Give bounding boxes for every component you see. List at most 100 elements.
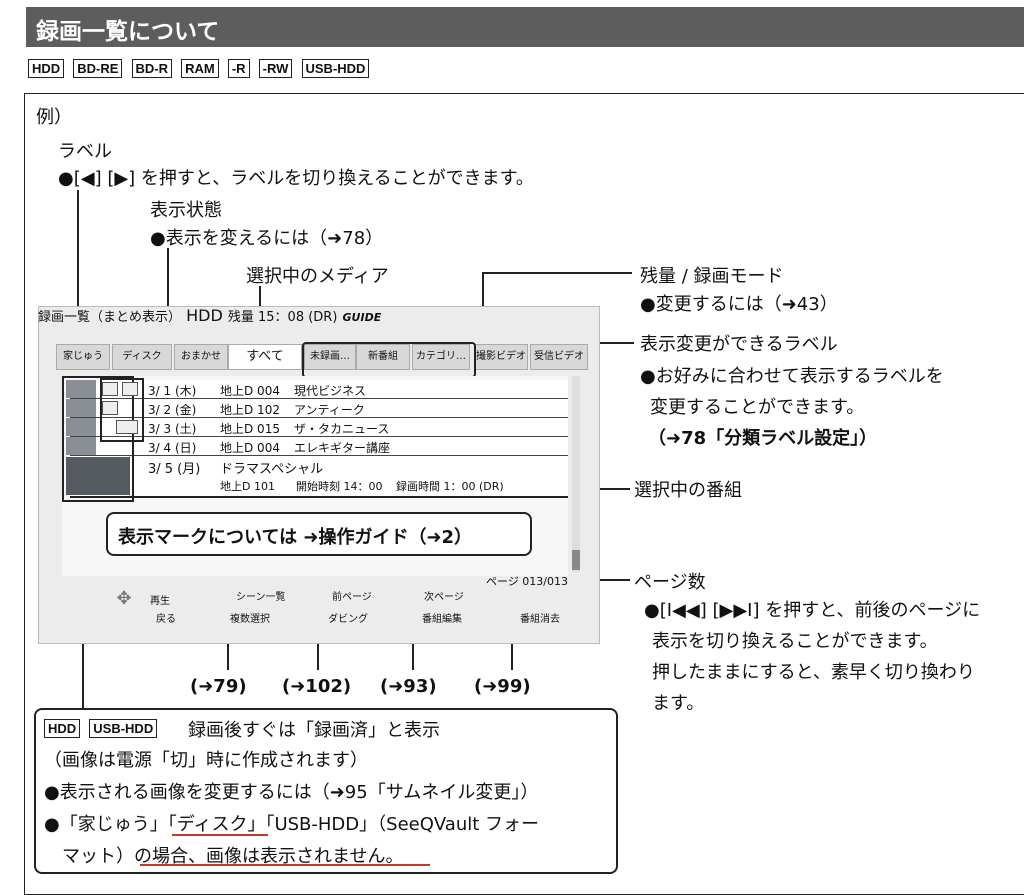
row-title: 現代ビジネス — [294, 384, 367, 398]
page-desc-1: ●[I◀◀] [▶▶I] を押すと、前後のページに — [644, 600, 981, 621]
footer-delete: 番組消去 — [520, 614, 560, 625]
badge-rw: -RW — [258, 59, 293, 78]
footer-edit: 番組編集 — [422, 614, 462, 625]
recording-list-content: 録画一覧（まとめ表示） HDD 残量 15：08 (DR) GUIDE — [38, 306, 598, 642]
note-badge-hdd: HDD — [44, 719, 81, 738]
tab-new-program[interactable]: 新番組 — [356, 344, 410, 370]
tab-disc[interactable]: ディスク — [112, 344, 172, 370]
tab-unwatched[interactable]: 未録画… — [304, 344, 356, 370]
tab-home[interactable]: 家じゅう — [56, 344, 110, 370]
thumbnail-selected — [66, 457, 130, 495]
footer-multi-select: 複数選択 — [230, 614, 270, 625]
note-line-5: マット）の場合、画像は表示されません。 — [62, 846, 404, 867]
badge-ram: RAM — [181, 59, 219, 78]
page-desc-2: 表示を切り換えることができます。 — [652, 631, 938, 652]
page-indicator: ページ 013/013 — [486, 575, 568, 588]
leader-line-ref-102 — [317, 620, 319, 670]
screen-remaining: 残量 15：08 (DR) — [227, 310, 338, 325]
table-row[interactable]: 3/ 2 (金) 地上D 102 アンティーク — [70, 399, 568, 418]
badge-r: -R — [227, 59, 250, 78]
leader-line-remaining-h — [482, 272, 632, 274]
thumbnail-note-box — [34, 708, 618, 874]
thumbnail — [66, 399, 96, 417]
table-row[interactable]: 3/ 3 (土) 地上D 015 ザ・タカニュース — [70, 418, 568, 437]
screen-media: HDD — [186, 306, 223, 325]
mark-icon — [102, 382, 118, 396]
guide-logo: GUIDE — [342, 311, 382, 324]
row-channel: 地上D 102 — [220, 403, 280, 417]
note-badges: HDD USB-HDD — [44, 718, 161, 738]
page-desc-4: ます。 — [652, 693, 705, 714]
section-title-bar: 録画一覧について — [26, 7, 1024, 47]
scrollbar-thumb[interactable] — [572, 550, 580, 570]
row-title: ザ・タカニュース — [294, 422, 390, 436]
note-badge-usb-hdd: USB-HDD — [89, 719, 158, 738]
thumbnail — [66, 437, 96, 455]
leader-line-changeable — [590, 342, 634, 344]
handwritten-underline — [172, 834, 268, 836]
label-title: ラベル — [58, 141, 112, 162]
leader-line-ref-93 — [412, 620, 414, 670]
selected-row[interactable]: 3/ 5 (月) ドラマスペシャル 地上D 101 開始時刻 14：00 録画時… — [70, 456, 568, 498]
selected-duration: 録画時間 1：00 (DR) — [396, 480, 504, 493]
selected-title: ドラマスペシャル — [220, 462, 324, 477]
changeable-desc-1: ●お好みに合わせて表示するラベルを — [640, 366, 944, 387]
row-channel: 地上D 004 — [220, 384, 280, 398]
leader-line-remaining-v — [482, 272, 484, 332]
selected-channel: 地上D 101 — [220, 480, 275, 493]
remaining-title: 残量 / 録画モード — [640, 266, 784, 287]
media-title: 選択中のメディア — [246, 266, 389, 287]
ref-102: (➜102) — [282, 676, 352, 697]
tab-received-video[interactable]: 受信ビデオ — [530, 344, 588, 370]
display-state-title: 表示状態 — [150, 200, 222, 221]
tab-auto[interactable]: おまかせ — [174, 344, 228, 370]
dpad-icon: ✥ — [116, 588, 132, 609]
leader-line-page — [574, 579, 630, 581]
changeable-title: 表示変更ができるラベル — [640, 334, 838, 355]
scrollbar[interactable] — [572, 376, 580, 572]
changeable-desc-2: 変更することができます。 — [650, 397, 865, 418]
note-line-4: ●「家じゅう」「ディスク」「USB-HDD」（SeeQVault フォー — [44, 814, 540, 835]
table-row[interactable]: 3/ 4 (日) 地上D 004 エレキギター講座 — [70, 437, 568, 456]
table-row[interactable]: 3/ 1 (木) 地上D 004 現代ビジネス — [70, 380, 568, 399]
tab-category[interactable]: カテゴリ… — [412, 344, 470, 370]
screen-header: 録画一覧（まとめ表示） — [38, 310, 182, 325]
row-date: 3/ 1 (木) — [148, 384, 197, 398]
label-desc: ●[◀] [▶] を押すと、ラベルを切り換えることができます。 — [58, 168, 534, 189]
media-badges: HDD BD-RE BD-R RAM -R -RW USB-HDD — [28, 58, 373, 78]
footer-prev-page: 前ページ — [332, 592, 372, 603]
footer-back: 戻る — [156, 614, 176, 625]
row-date: 3/ 2 (金) — [148, 403, 197, 417]
row-channel: 地上D 015 — [220, 422, 280, 436]
leader-line-ref-79 — [227, 620, 229, 670]
selected-start: 開始時刻 14：00 — [296, 480, 383, 493]
remaining-desc: ●変更するには（➜43） — [640, 294, 838, 315]
section-title: 録画一覧について — [36, 19, 220, 45]
changeable-desc-3: （➜78「分類ラベル設定」） — [648, 428, 878, 449]
example-label: 例） — [36, 107, 72, 128]
badge-bd-r: BD-R — [131, 59, 173, 78]
group-mark-icon — [116, 420, 138, 434]
mark-guide-callout — [106, 512, 532, 556]
note-line-2: （画像は電源「切」時に作成されます） — [44, 750, 368, 771]
note-line-3: ●表示される画像を変更するには（➜95「サムネイル変更」） — [44, 782, 539, 803]
mark-icon — [102, 401, 118, 415]
tab-all[interactable]: すべて — [228, 344, 302, 370]
page-title: ページ数 — [634, 572, 706, 593]
footer-scene-list: シーン一覧 — [236, 592, 286, 603]
footer-dubbing: ダビング — [328, 614, 368, 625]
changeable-labels-highlight — [302, 342, 476, 378]
new-mark-icon — [122, 382, 138, 396]
badge-usb-hdd: USB-HDD — [301, 59, 370, 78]
leader-line-ref-99 — [511, 620, 513, 670]
row-channel: 地上D 004 — [220, 441, 280, 455]
badge-hdd: HDD — [28, 59, 65, 78]
badge-bd-re: BD-RE — [73, 59, 123, 78]
ref-79: (➜79) — [190, 676, 247, 697]
footer-next-page: 次ページ — [424, 592, 464, 603]
tab-camera-video[interactable]: 撮影ビデオ — [474, 344, 528, 370]
leader-line-label — [77, 190, 79, 358]
mark-guide-text: 表示マークについては ➜操作ガイド（➜2） — [118, 527, 473, 548]
handwritten-underline — [140, 864, 430, 866]
row-title: アンティーク — [294, 403, 365, 417]
